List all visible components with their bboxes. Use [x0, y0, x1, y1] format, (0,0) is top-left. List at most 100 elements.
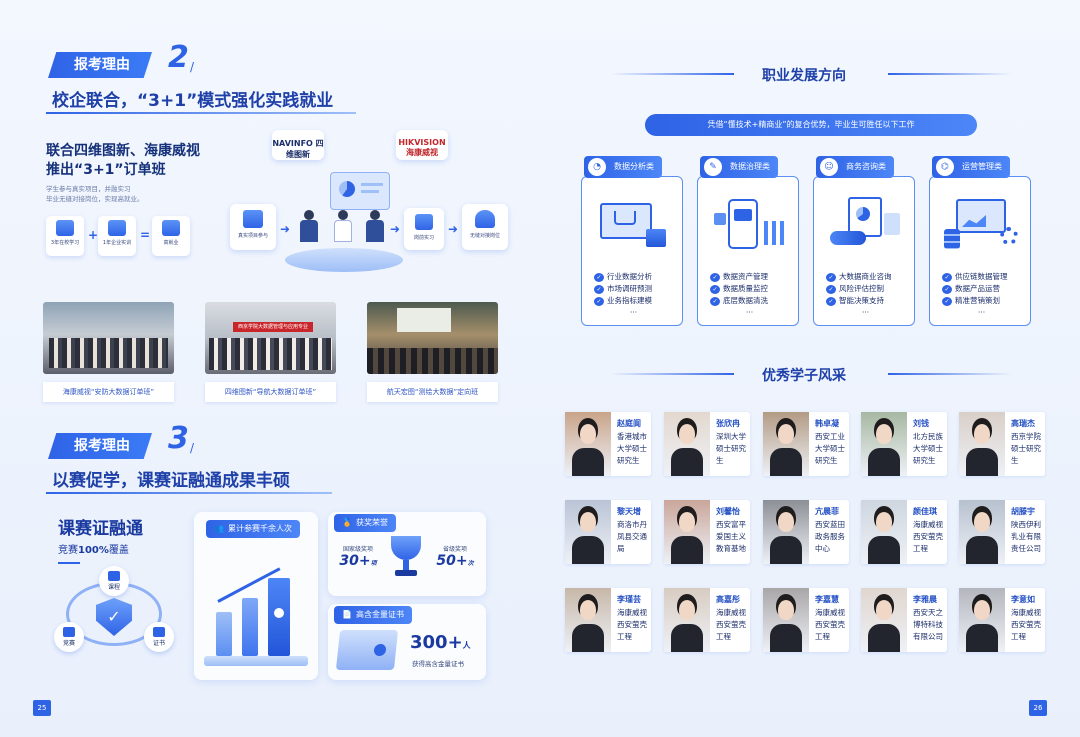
career-card-consulting: 大数据商业咨询 风险评估控制 智能决策支持 ···: [813, 176, 915, 326]
student-card: 李嘉慧海康威视西安萤壳工程: [763, 588, 849, 652]
career-item: 大数据商业咨询: [826, 271, 912, 283]
play-icon: [734, 209, 752, 221]
award-provincial: 省级奖项 50+次: [432, 544, 478, 569]
award-national-value: 30+项: [338, 553, 378, 569]
arrow-icon: ➜: [280, 222, 291, 236]
student-card: 刘馨怡西安富平爱国主义教育基地: [664, 500, 750, 564]
award-national: 国家级奖项 30+项: [338, 544, 378, 569]
student-name: 刘馨怡: [716, 507, 740, 516]
screen-line: [361, 190, 379, 193]
career-list-analysis: 行业数据分析 市场调研预测 业务指标建模 ···: [594, 271, 680, 319]
award-national-label: 国家级奖项: [342, 546, 373, 553]
career-list-operations: 供应链数据管理 数据产品运营 精准营销策划 ···: [942, 271, 1028, 319]
big-title: 课赛证融通: [58, 519, 143, 539]
career-head-text: 数据分析类: [614, 162, 654, 171]
career-item: 风险评估控制: [826, 283, 912, 295]
participants-label: 👥累计参赛千余人次: [206, 520, 300, 538]
portrait-body: [868, 536, 900, 564]
student-desc: 西京学院硕士研究生: [1011, 432, 1041, 465]
coverage-line: 竞赛100%覆盖: [58, 541, 143, 556]
student-desc: 陕西伊利乳业有限责任公司: [1011, 520, 1041, 553]
career-head-consulting: ☺商务咨询类: [816, 156, 894, 178]
student-name: 李嘉慧: [815, 595, 839, 604]
portrait-body: [671, 624, 703, 652]
student-photo: [565, 412, 611, 476]
cycle-node-course: 课程: [99, 566, 129, 596]
student-name: 颜佳琪: [913, 507, 937, 516]
student-desc: 海康威视西安萤壳工程: [617, 608, 647, 641]
formula-result-card: 高就业: [152, 216, 190, 256]
career-more: ···: [978, 308, 986, 317]
reason-heading-2: 校企联合，“3+1”模式强化实践就业: [52, 91, 334, 111]
student-name: 刘钱: [913, 419, 929, 428]
student-photo: [763, 500, 809, 564]
plus-sign: +: [88, 228, 99, 242]
career-more: ···: [746, 308, 754, 317]
portrait-head: [778, 512, 794, 532]
user-card-icon: [884, 213, 900, 235]
portrait-body: [770, 448, 802, 476]
student-card: 韩卓凝西安工业大学硕士研究生: [763, 412, 849, 476]
student-photo: [861, 412, 907, 476]
portrait-body: [572, 448, 604, 476]
person-icon: [304, 210, 314, 220]
career-item: 底层数据清洗: [710, 295, 796, 307]
student-desc: 西安天之博特科技有限公司: [913, 608, 943, 641]
formula-training-label: 1年企业实训: [102, 240, 132, 246]
student-photo: [861, 500, 907, 564]
slash-decor: /: [190, 441, 195, 455]
student-card: 胡滕宇陕西伊利乳业有限责任公司: [959, 500, 1045, 564]
gear-icon: [1000, 227, 1018, 245]
network-icon: ⌬: [936, 158, 954, 176]
portrait-head: [876, 600, 892, 620]
portrait-body: [868, 448, 900, 476]
screen-line: [361, 183, 383, 186]
title-line-left: [610, 373, 734, 375]
page-number-left: 25: [33, 700, 51, 716]
photo-caption-3: 航天宏图“测绘大数据”定向班: [367, 382, 498, 402]
subtitle-note: 学生参与真实项目，并融实习 毕业无缝对接岗位，实现高就业。: [46, 184, 144, 204]
student-desc: 北方民族大学硕士研究生: [913, 432, 943, 465]
student-photo: [565, 500, 611, 564]
trophy-icon: [388, 536, 424, 584]
formula-training-card: 1年企业实训: [98, 216, 136, 256]
bar-2: [242, 598, 258, 656]
trophy-base: [395, 570, 417, 576]
reason-number-2: 2: [168, 40, 189, 75]
cycle-cert-label: 证书: [152, 640, 165, 647]
career-item: 行业数据分析: [594, 271, 680, 283]
certificate-icon: 📄: [342, 610, 352, 619]
student-photo: [861, 588, 907, 652]
student-desc: 商洛市丹凤县交通局: [617, 520, 647, 553]
awards-text: 获奖荣誉: [355, 518, 388, 527]
award-provincial-unit: 次: [467, 560, 474, 567]
portrait-head: [679, 424, 695, 444]
trophy-icon: [63, 627, 75, 637]
portrait-body: [671, 448, 703, 476]
cert-number: 300+: [410, 632, 463, 653]
career-item: 数据产品运营: [942, 283, 1028, 295]
portrait-body: [868, 624, 900, 652]
reason-tag-2: 报考理由: [48, 52, 152, 78]
student-name: 李意如: [1011, 595, 1035, 604]
portrait-body: [770, 536, 802, 564]
certificate-illustration: [335, 630, 399, 670]
student-card: 高瑞杰西京学院硕士研究生: [959, 412, 1045, 476]
award-provincial-value: 50+次: [432, 553, 478, 569]
student-card: 李瑾芸海康威视西安萤壳工程: [565, 588, 651, 652]
seal-icon: [373, 644, 387, 656]
student-desc: 西安蓝田政务服务中心: [815, 520, 845, 553]
student-name: 赵庭阆: [617, 419, 641, 428]
career-list-governance: 数据资产管理 数据质量监控 底层数据清洗 ···: [710, 271, 796, 319]
student-name: 胡滕宇: [1011, 507, 1035, 516]
photo-navinfo-class: 西京学院大数据管理与应用专业: [205, 302, 336, 374]
career-item: 业务指标建模: [594, 295, 680, 307]
portrait-head: [580, 600, 596, 620]
bar-3: [268, 578, 290, 656]
portrait-head: [876, 512, 892, 532]
award-national-unit: 项: [370, 560, 377, 567]
student-card: 颜佳琪海康威视西安萤壳工程: [861, 500, 947, 564]
student-desc: 海康威视西安萤壳工程: [815, 608, 845, 641]
student-card: 李雅晨西安天之博特科技有限公司: [861, 588, 947, 652]
